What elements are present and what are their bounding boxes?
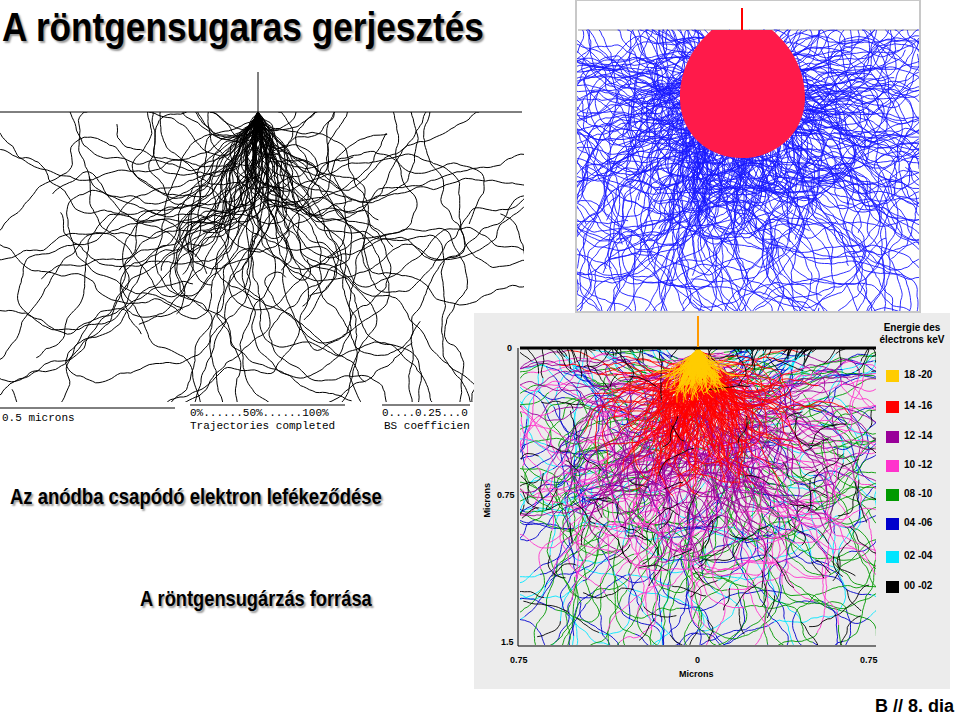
axis-title: Microns bbox=[679, 669, 714, 679]
legend-label: 18 -20 bbox=[904, 369, 932, 381]
trajectories-blue bbox=[577, 30, 919, 311]
slide-title: A röntgensugaras gerjesztés bbox=[2, 4, 484, 50]
progress-bar bbox=[190, 405, 345, 406]
axis-tick: 0 bbox=[695, 655, 700, 665]
legend-label: 10 -12 bbox=[904, 459, 932, 471]
beam-line bbox=[741, 8, 743, 30]
trajectory bbox=[520, 349, 876, 645]
trajectory bbox=[0, 112, 524, 402]
legend-label: 00 -02 bbox=[904, 580, 932, 592]
axis-tick: 0.75 bbox=[510, 655, 528, 665]
progress-scale: 0%......50%......100% bbox=[190, 407, 329, 420]
slide-number: B // 8. dia bbox=[875, 696, 954, 717]
legend-swatch bbox=[886, 581, 899, 593]
scale-bar bbox=[0, 408, 175, 409]
axis-tick: 0 bbox=[507, 343, 512, 353]
trajectory bbox=[520, 349, 876, 645]
trajectory bbox=[520, 349, 876, 645]
caption-text: A röntgensugárzás forrása bbox=[140, 586, 372, 611]
legend-swatch bbox=[886, 518, 899, 530]
trajectories-black bbox=[0, 112, 524, 402]
trajectory bbox=[577, 30, 919, 311]
beam-line bbox=[258, 72, 259, 112]
legend-label: 14 -16 bbox=[904, 400, 932, 412]
axis-tick: 0.75 bbox=[860, 655, 878, 665]
beam-line bbox=[697, 316, 699, 347]
bs-scale: 0....0.25...0 bbox=[382, 407, 468, 420]
legend-label: 08 -10 bbox=[904, 488, 932, 500]
bs-label: BS coefficien bbox=[384, 420, 470, 433]
surface-line bbox=[0, 112, 522, 113]
legend-swatch bbox=[886, 551, 899, 563]
interaction-volume bbox=[680, 30, 805, 158]
progress-label: Trajectories completed bbox=[190, 420, 335, 433]
axis-tick: 0.75 bbox=[497, 490, 515, 500]
legend-title: Energie des électrons keV bbox=[876, 322, 948, 345]
axis-y bbox=[518, 348, 519, 646]
caption-text: Az anódba csapódó elektron lefékeződése bbox=[10, 484, 382, 509]
legend-label: 12 -14 bbox=[904, 430, 932, 442]
axis-title: Microns bbox=[482, 483, 492, 518]
legend-swatch bbox=[886, 489, 899, 501]
legend-swatch bbox=[886, 431, 899, 443]
scale-label: 0.5 microns bbox=[2, 412, 75, 425]
trajectory bbox=[520, 349, 876, 645]
legend-swatch bbox=[886, 370, 899, 382]
legend-label: 02 -04 bbox=[904, 550, 932, 562]
legend-swatch bbox=[886, 401, 899, 413]
bs-bar bbox=[382, 405, 470, 406]
trajectories-energy bbox=[520, 349, 876, 645]
trajectory bbox=[653, 349, 744, 403]
legend-label: 04 -06 bbox=[904, 517, 932, 529]
axis-x bbox=[518, 646, 876, 647]
legend-swatch bbox=[886, 460, 899, 472]
axis-tick: 1.5 bbox=[501, 637, 514, 647]
